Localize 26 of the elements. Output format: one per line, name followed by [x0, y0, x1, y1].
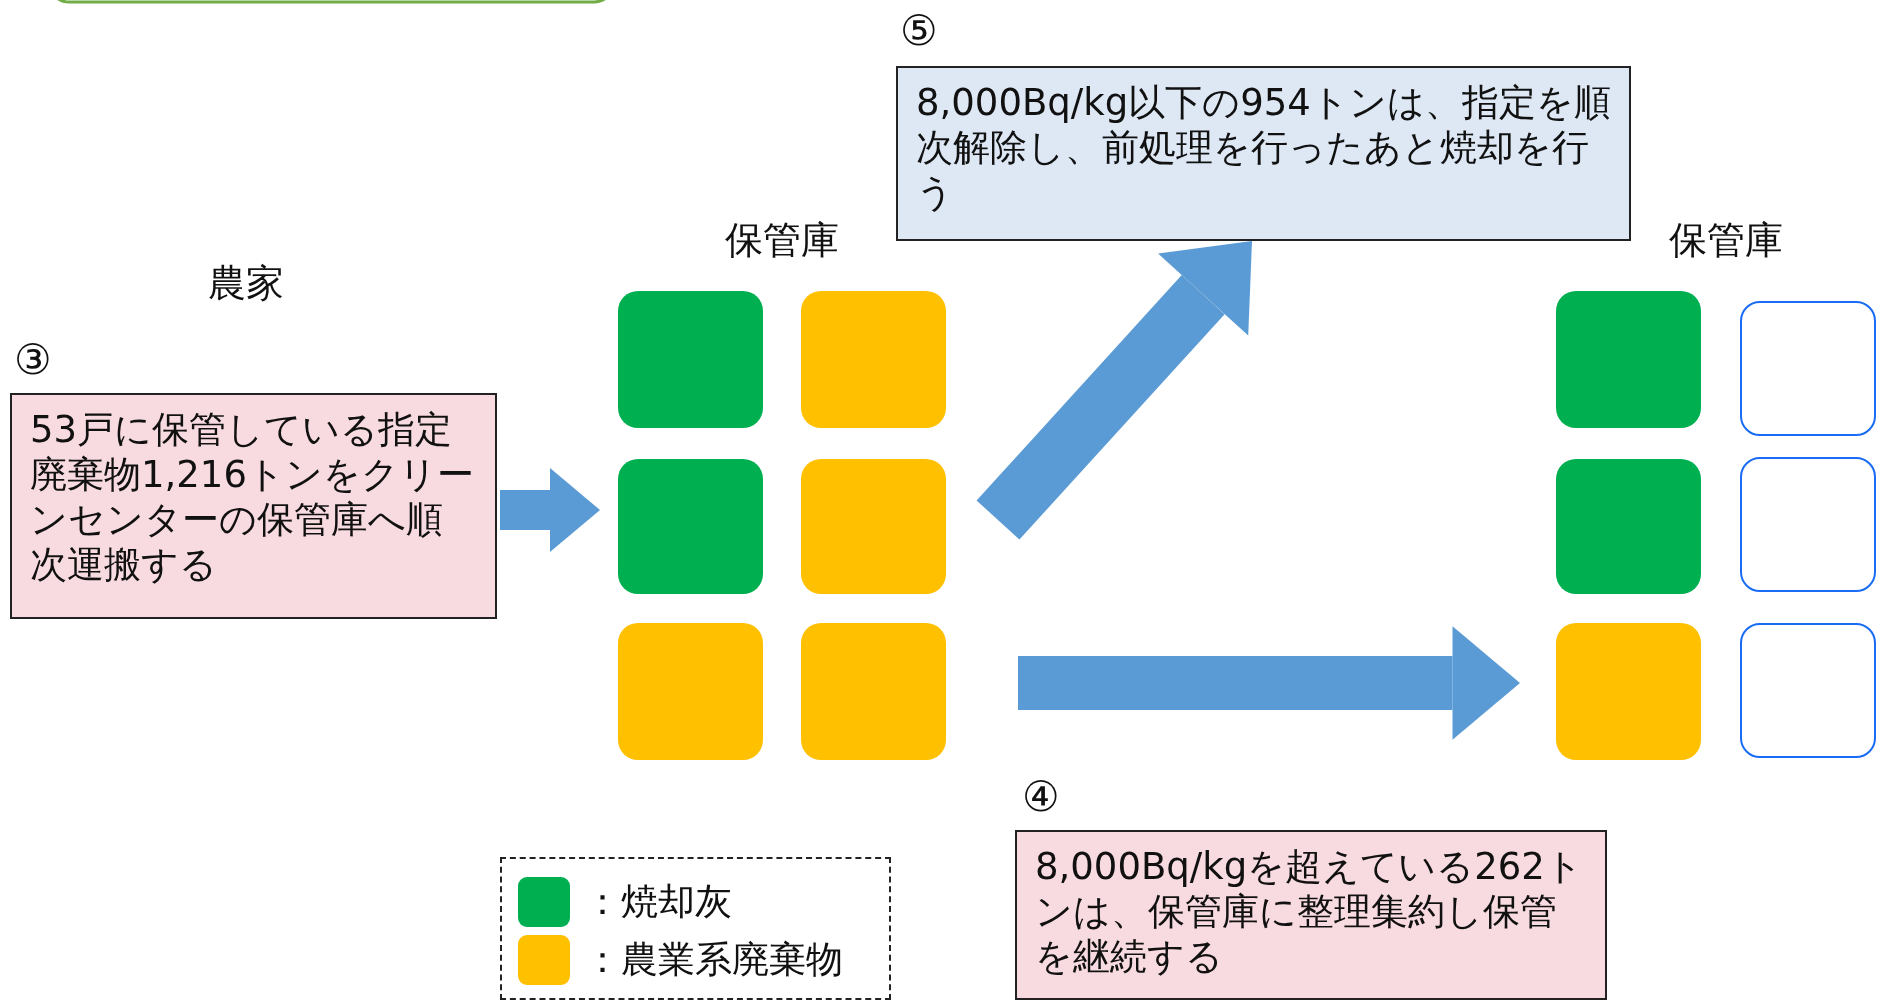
storage-block: [801, 291, 946, 428]
block-arrow: [500, 468, 600, 552]
storage-block: [801, 459, 946, 594]
storage-block: [618, 623, 763, 760]
storage-block: [618, 459, 763, 594]
text-box: 8,000Bq/kgを超えている262トンは、保管庫に整理集約し保管を継続する: [1015, 830, 1607, 1000]
empty-storage-slot: [1740, 623, 1876, 758]
legend-text: ：焼却灰: [584, 879, 732, 925]
empty-storage-slot: [1740, 457, 1876, 592]
block-arrow: [1018, 626, 1520, 740]
step-number: ④: [1022, 772, 1060, 821]
text-box: 8,000Bq/kg以下の954トンは、指定を順次解除し、前処理を行ったあと焼却を行う: [896, 66, 1631, 241]
storage-heading: 保管庫: [725, 217, 839, 264]
storage-heading: 保管庫: [1669, 217, 1783, 264]
text-box: 53戸に保管している指定廃棄物1,216トンをクリーンセンターの保管庫へ順次運搬する: [10, 393, 497, 619]
storage-block: [1556, 291, 1701, 428]
storage-block: [1556, 459, 1701, 594]
step-number: ⑤: [900, 6, 938, 55]
block-arrow: [976, 241, 1252, 540]
storage-block: [1556, 623, 1701, 760]
storage-block: [801, 623, 946, 760]
step-number: ③: [14, 335, 52, 384]
legend-text: ：農業系廃棄物: [584, 937, 843, 983]
empty-storage-slot: [1740, 301, 1876, 436]
place-label: 農家: [208, 260, 284, 307]
storage-block: [618, 291, 763, 428]
